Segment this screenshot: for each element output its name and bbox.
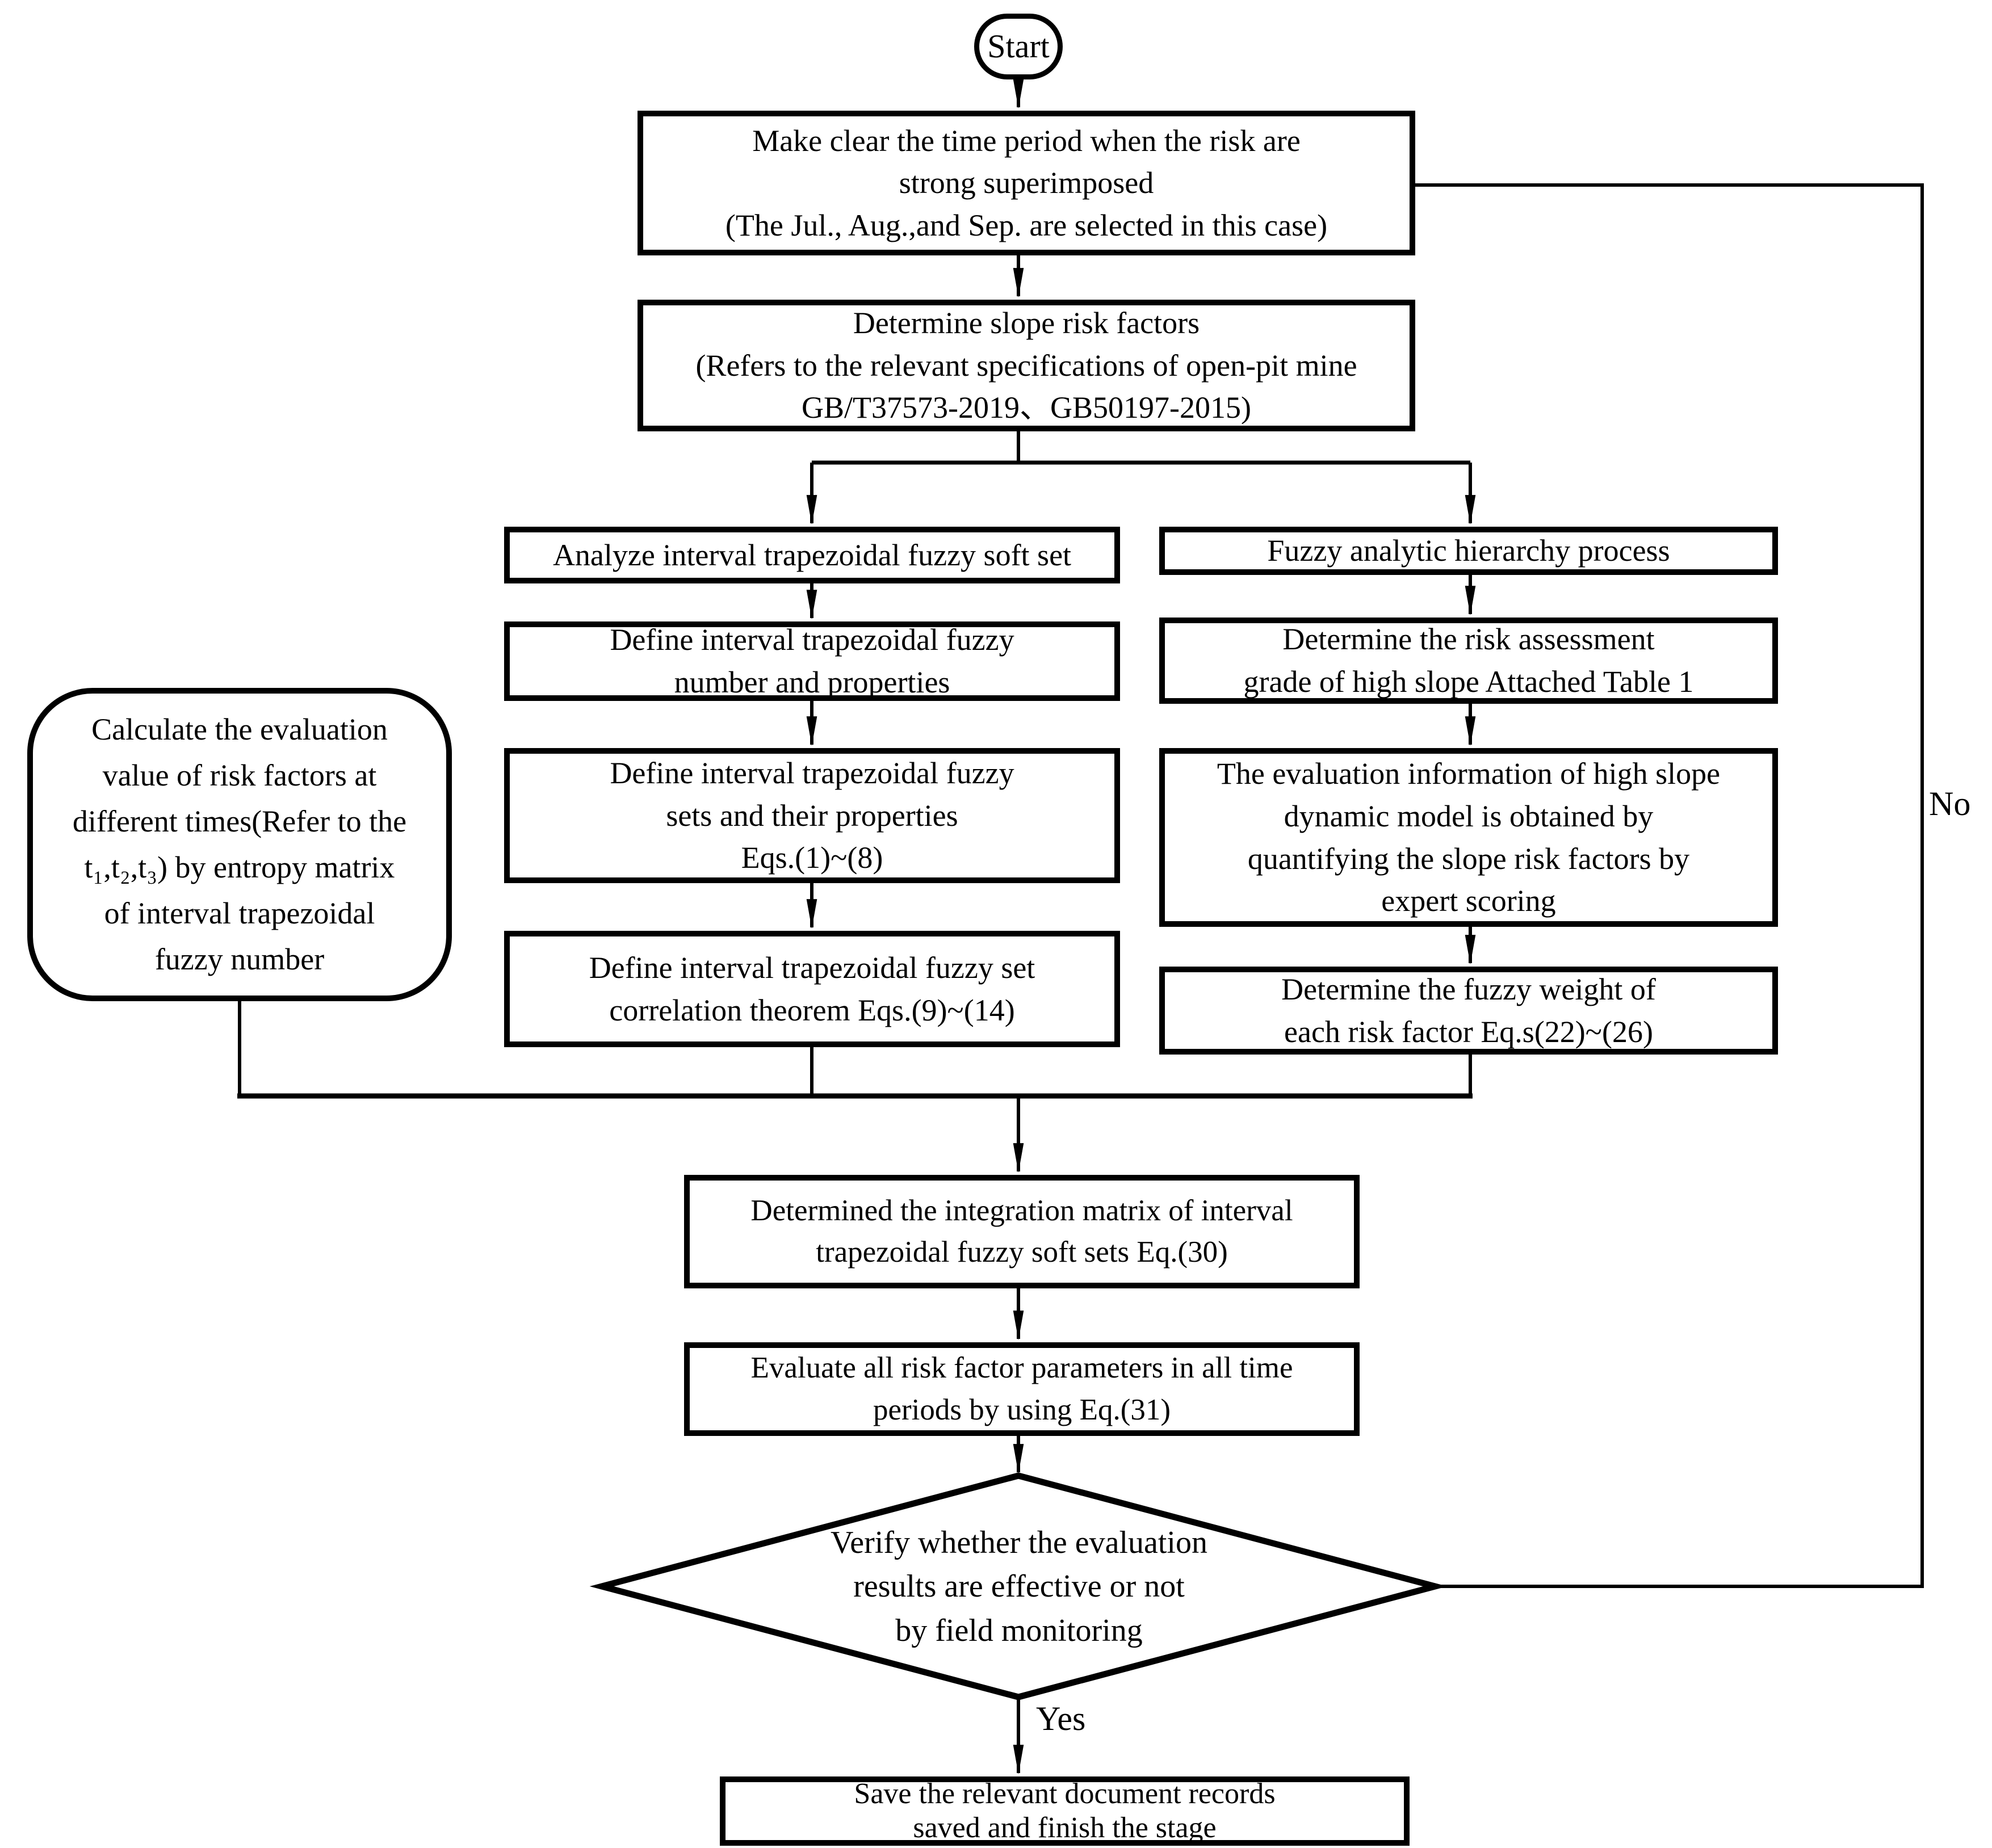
node-fuzzy-ahp: Fuzzy analytic hierarchy process	[1159, 527, 1778, 575]
start-terminator: Start	[974, 14, 1063, 79]
node-clarify-time-period: Make clear the time period when the risk…	[638, 111, 1415, 255]
node-analyze-soft-set: Analyze interval trapezoidal fuzzy soft …	[504, 527, 1120, 583]
node-evaluation-information: The evaluation information of high slope…	[1159, 748, 1778, 927]
node-define-fuzzy-number: Define interval trapezoidal fuzzy number…	[504, 621, 1120, 701]
node-determine-risk-factors: Determine slope risk factors (Refers to …	[638, 300, 1415, 431]
yes-branch-label: Yes	[1036, 1700, 1086, 1737]
node-risk-grade: Determine the risk assessment grade of h…	[1159, 618, 1778, 704]
node-save-records: Save the relevant document records saved…	[720, 1776, 1410, 1846]
node-entropy-side-note: Calculate the evaluation value of risk f…	[27, 688, 452, 1001]
decision-diamond-text: Verify whether the evaluation results ar…	[831, 1525, 1207, 1648]
node-define-fuzzy-sets: Define interval trapezoidal fuzzy sets a…	[504, 748, 1120, 883]
node-integration-matrix: Determined the integration matrix of int…	[684, 1175, 1360, 1288]
no-feedback-line	[1415, 183, 1924, 1588]
node-fuzzy-weight: Determine the fuzzy weight of each risk …	[1159, 967, 1778, 1055]
no-branch-label: No	[1929, 785, 1971, 822]
node-evaluate-parameters: Evaluate all risk factor parameters in a…	[684, 1342, 1360, 1436]
node-correlation-theorem: Define interval trapezoidal fuzzy set co…	[504, 931, 1120, 1047]
